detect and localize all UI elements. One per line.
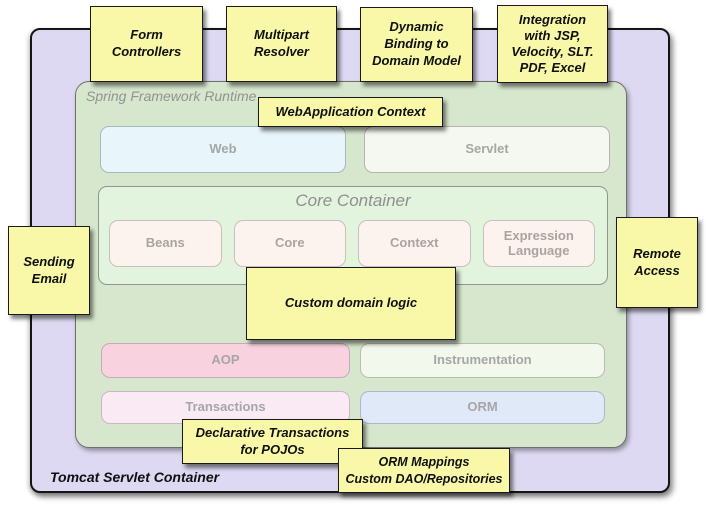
- expression-language-module-box: Expression Language: [482, 220, 595, 267]
- note-sending-email: Sending Email: [8, 226, 90, 315]
- note-custom-domain-logic: Custom domain logic: [246, 267, 456, 340]
- transactions-layer-box: Transactions: [101, 391, 350, 424]
- note-integration-views: Integration with JSP, Velocity, SLT. PDF…: [497, 5, 608, 83]
- core-module-box: Core: [233, 220, 346, 267]
- orm-layer-box: ORM: [360, 391, 605, 424]
- web-layer-box: Web: [100, 126, 346, 173]
- tomcat-container-label: Tomcat Servlet Container: [50, 469, 220, 485]
- context-module-box: Context: [358, 220, 471, 267]
- runtime-label: Spring Framework Runtime: [86, 88, 257, 104]
- spring-framework-runtime-box: Spring Framework Runtime Web Servlet Cor…: [75, 81, 627, 448]
- note-webapplication-context: WebApplication Context: [258, 97, 443, 127]
- note-remote-access: Remote Access: [616, 217, 698, 308]
- core-modules-row: Beans Core Context Expression Language: [109, 220, 595, 267]
- note-dynamic-binding: Dynamic Binding to Domain Model: [360, 7, 473, 82]
- beans-module-box: Beans: [109, 220, 222, 267]
- note-form-controllers: Form Controllers: [90, 6, 203, 82]
- aop-layer-box: AOP: [101, 343, 350, 378]
- note-declarative-transactions: Declarative Transactions for POJOs: [182, 419, 363, 464]
- note-orm-mappings: ORM Mappings Custom DAO/Repositories: [338, 448, 510, 493]
- core-container-title: Core Container: [295, 191, 411, 210]
- instrumentation-layer-box: Instrumentation: [360, 343, 605, 378]
- note-multipart-resolver: Multipart Resolver: [226, 6, 337, 82]
- servlet-layer-box: Servlet: [364, 126, 610, 173]
